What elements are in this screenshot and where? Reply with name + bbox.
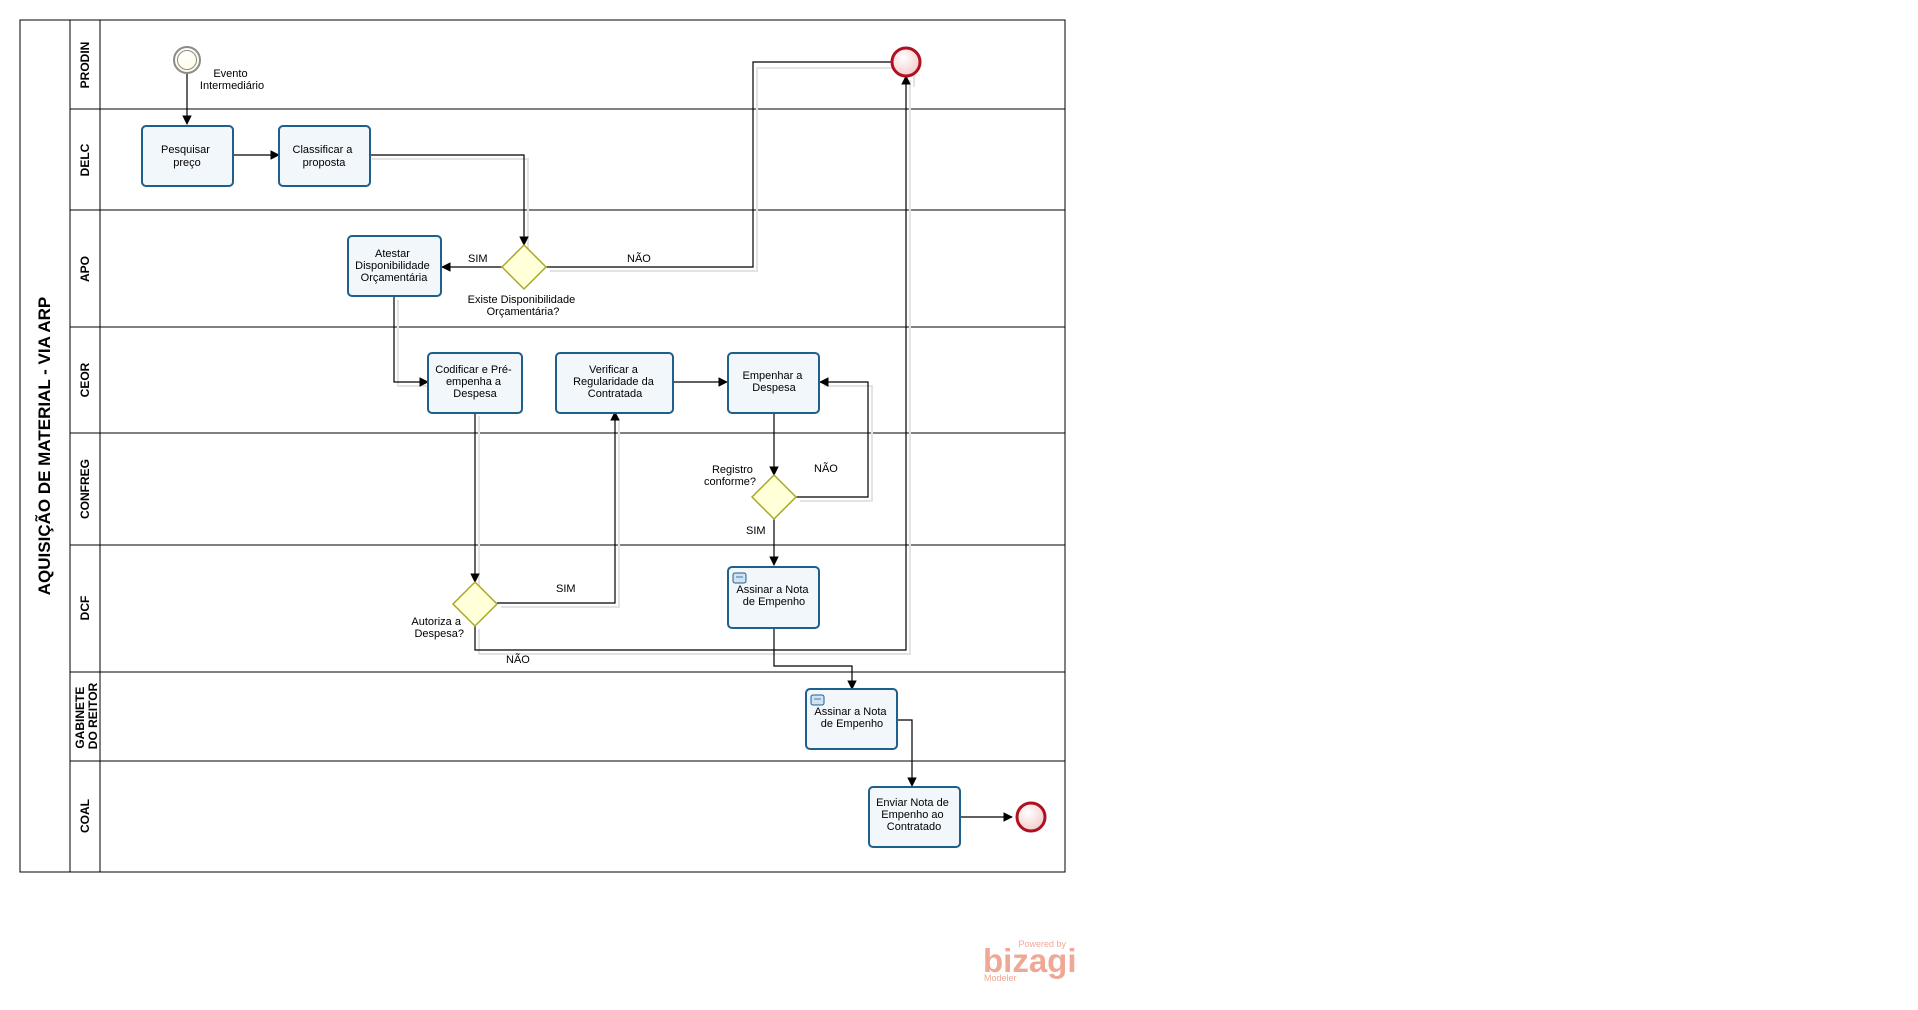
user-task-icon [810, 694, 825, 706]
gateway-disponibilidade[interactable] [500, 243, 548, 291]
sequence-flows [182, 57, 1013, 822]
flow-autoriza-nao-to-end [474, 75, 911, 651]
task-enviar-nota[interactable]: Enviar Nota de Empenho ao Contratado [868, 786, 961, 848]
task-codificar-label: Codificar e Pré- empenha a Despesa [435, 364, 514, 400]
task-enviar-label: Enviar Nota de Empenho ao Contratado [876, 797, 952, 833]
flow-autoriza-sim-to-verificar [497, 411, 620, 604]
task-assinar-nota-dcf[interactable]: Assinar a Nota de Empenho [727, 566, 820, 629]
task-atestar-disponibilidade[interactable]: Atestar Disponibilidade Orçamentária [347, 235, 442, 297]
task-classificar-label: Classificar a proposta [293, 144, 356, 169]
flow-label-dcf-nao: NÃO [506, 653, 530, 666]
flow-gabinete-to-enviar [898, 719, 917, 787]
lane-title-prodin: PRODIN [78, 42, 92, 89]
task-atestar-label: Atestar Disponibilidade Orçamentária [355, 248, 433, 284]
lane-title-ceor: CEOR [78, 362, 92, 397]
end-event-bottom [1015, 801, 1047, 833]
flow-assinar-dcf-to-gabinete [773, 628, 857, 690]
gateway-disponibilidade-label: Existe Disponibilidade Orçamentária? [468, 294, 579, 318]
watermark-product: Modeler [984, 973, 1017, 983]
task-empenhar-label: Empenhar a Despesa [743, 370, 806, 394]
lane-title-coal: COAL [78, 799, 92, 833]
lane-title-dcf: DCF [78, 596, 92, 621]
lane-title-delc: DELC [78, 143, 92, 176]
lane-title-apo: APO [78, 256, 92, 282]
lane-title-confreg: CONFREG [78, 459, 92, 519]
start-event [173, 46, 201, 74]
watermark-powered: Powered by [1018, 939, 1066, 949]
flow-label-confreg-sim: SIM [746, 525, 766, 537]
flow-gateway-nao-to-end [546, 57, 908, 268]
task-assinar-nota-gabinete[interactable]: Assinar a Nota de Empenho [805, 688, 898, 750]
end-event-top [890, 46, 922, 78]
lane-dividers [70, 108, 1065, 762]
task-assinar-dcf-label: Assinar a Nota de Empenho [736, 584, 811, 608]
flow-label-confreg-nao: NÃO [814, 462, 838, 475]
task-codificar-pre-empenha[interactable]: Codificar e Pré- empenha a Despesa [427, 352, 523, 414]
pool-title: AQUISIÇÃO DE MATERIAL - VIA ARP [34, 297, 54, 595]
lane-title-gabinete: GABINETE DO REITOR [73, 682, 100, 749]
task-pesquisar-preco[interactable]: Pesquisar preço [141, 125, 234, 187]
flow-atestar-to-codificar [393, 296, 429, 387]
start-event-label: Evento Intermediário [200, 68, 264, 92]
task-pesquisar-label: Pesquisar preço [161, 144, 213, 169]
task-verificar-label: Verificar a Regularidade da Contratada [573, 364, 657, 400]
flow-classificar-to-gateway [370, 154, 529, 246]
task-empenhar-despesa[interactable]: Empenhar a Despesa [727, 352, 820, 414]
flow-registro-nao-to-empenhar [796, 377, 869, 498]
gateway-autoriza[interactable] [451, 580, 499, 628]
watermark-brand: bizagi [983, 942, 1077, 979]
flow-label-dcf-sim: SIM [556, 583, 576, 595]
task-assinar-gabinete-label: Assinar a Nota de Empenho [814, 706, 889, 730]
bizagi-watermark: Powered by bizagi Modeler [983, 939, 1077, 983]
gateway-registro[interactable] [750, 473, 798, 521]
flow-label-apo-sim: SIM [468, 253, 488, 265]
task-classificar-proposta[interactable]: Classificar a proposta [278, 125, 371, 187]
user-task-icon [732, 572, 747, 584]
gateway-registro-label: Registro conforme? [704, 464, 756, 488]
gateway-autoriza-label: Autoriza a Despesa? [411, 616, 464, 640]
task-verificar-regularidade[interactable]: Verificar a Regularidade da Contratada [555, 352, 674, 414]
flow-label-apo-nao: NÃO [627, 252, 651, 265]
